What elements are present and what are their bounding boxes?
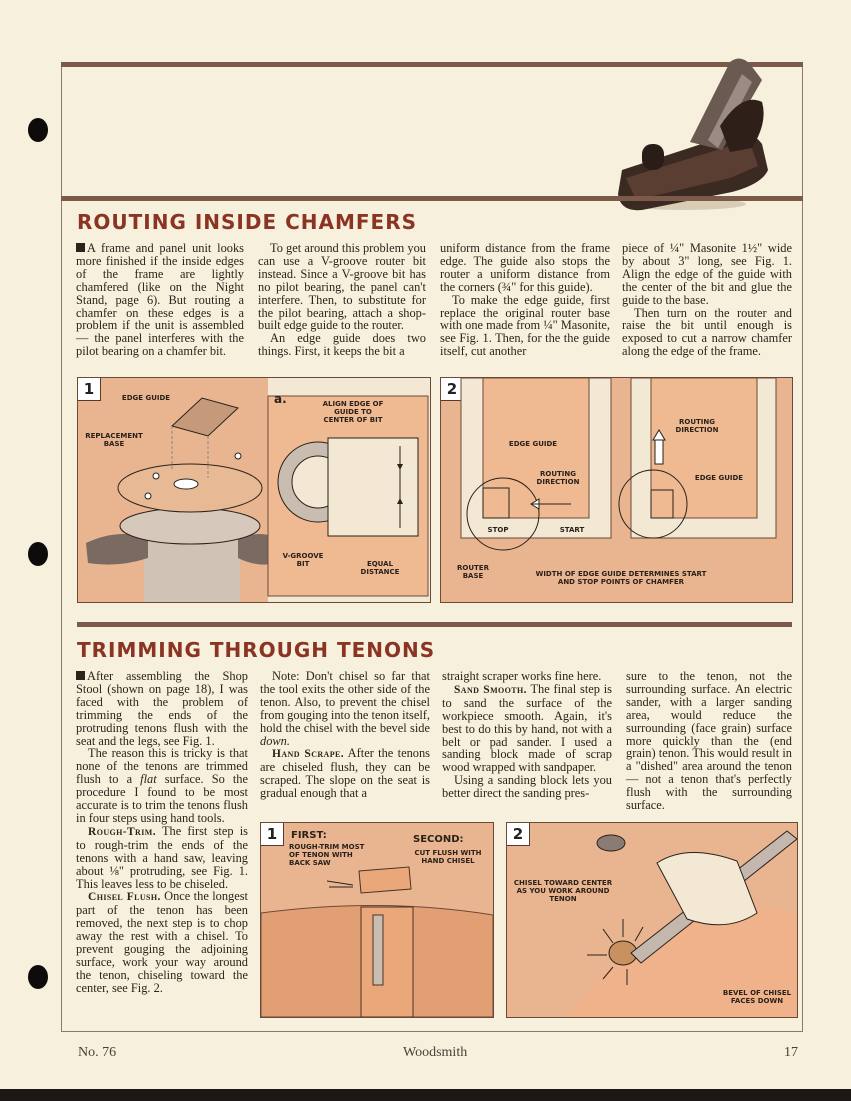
section2-col3-p3: Using a sanding block lets you better di… (442, 773, 612, 801)
label-start: START (559, 526, 585, 534)
section1-col1-text: A frame and panel unit looks more finish… (76, 241, 244, 359)
section2-col2-p1-text: Note: Don't chisel so far that the tool … (260, 669, 431, 735)
section2-col1-p4-text: Once the longest part of the tenon has b… (76, 889, 248, 995)
section2-col3-p2-text: The final step is to sand the surface of… (442, 681, 612, 775)
section2-col4-p1: sure to the tenon, not the surrounding s… (626, 669, 792, 813)
paragraph-marker (76, 671, 85, 680)
figure-2-start-stop: 2 EDGE GUIDE ROUTING DIRECTION STOP STAR… (440, 377, 793, 603)
section1-col3-p1: uniform distance from the frame edge. Th… (440, 241, 610, 294)
section1-column-4: piece of ¼" Masonite 1½" wide by about 3… (622, 242, 792, 358)
label-bevel-faces-down: BEVEL OF CHISEL FACES DOWN (722, 989, 792, 1005)
label-stop: STOP (487, 526, 509, 534)
section1-col3-p2: To make the edge guide, first replace th… (440, 292, 610, 359)
label-v-groove-bit: V-GROOVE BIT (282, 552, 324, 568)
inset-letter: a. (274, 392, 287, 406)
section2-column-1: After assembling the Shop Stool (shown o… (76, 670, 248, 995)
section1-col4-p1: piece of ¼" Masonite 1½" wide by about 3… (622, 241, 792, 307)
section2-col1-p3-text: The first step is to rough-trim the ends… (76, 823, 248, 891)
section1-col2-p1: To get around this problem you can use a… (258, 241, 426, 333)
section2-col3-p2: Sand Smooth. The final step is to sand t… (442, 681, 612, 775)
section2-col1-p2: The reason this is tricky is that none o… (76, 747, 248, 824)
label-edge-guide-right: EDGE GUIDE (694, 474, 744, 482)
label-width-note: WIDTH OF EDGE GUIDE DETERMINES START AND… (535, 570, 707, 586)
label-routing-direction-right: ROUTING DIRECTION (675, 418, 719, 434)
tenon-illustration (261, 866, 493, 1017)
section1-column-1: A frame and panel unit looks more finish… (76, 242, 244, 358)
section1-rule (61, 196, 803, 201)
label-first-title: FIRST: (291, 830, 327, 841)
section1-column-2: To get around this problem you can use a… (258, 242, 426, 358)
section2-col2-p1-em: down. (260, 733, 290, 748)
chisel-illustration (567, 830, 797, 1017)
figure-1-rough-trim-tenon: 1 FIRST: ROUGH-TRIM MOST OF TENON WITH B… (260, 822, 494, 1018)
section2-col1-p2-em: flat (140, 772, 157, 787)
section2-col2-p2: Hand Scrape. After the tenons are chisel… (260, 747, 430, 800)
label-edge-guide: EDGE GUIDE (121, 394, 171, 402)
label-router-base: ROUTER BASE (457, 564, 489, 580)
section2-col1-p4: Chisel Flush. Once the longest part of t… (76, 890, 248, 994)
frame-illustration (460, 378, 777, 551)
section2-col1-p1: After assembling the Shop Stool (shown o… (76, 670, 248, 747)
figure-number: 2 (507, 823, 530, 846)
section2-rule (77, 622, 792, 627)
run-in-chisel-flush: Chisel Flush. (88, 891, 161, 904)
label-edge-guide-left: EDGE GUIDE (508, 440, 558, 448)
section1-col4-p2: Then turn on the router and raise the bi… (622, 305, 792, 359)
label-first-text: ROUGH-TRIM MOST OF TENON WITH BACK SAW (289, 843, 365, 867)
run-in-hand-scrape: Hand Scrape. (272, 748, 345, 761)
section2-col2-p1: Note: Don't chisel so far that the tool … (260, 670, 430, 747)
footer-page-number: 17 (784, 1045, 798, 1060)
figure-1-router-edge-guide: 1 EDGE GUIDE REPLACEMENT BASE a. ALIGN E… (77, 377, 431, 603)
section1-col2-p2: An edge guide does two things. First, it… (258, 331, 426, 359)
section2-heading: TRIMMING THROUGH TENONS (77, 638, 436, 662)
scan-edge (0, 1089, 851, 1101)
section1-heading: ROUTING INSIDE CHAMFERS (77, 210, 418, 234)
label-replacement-base: REPLACEMENT BASE (85, 432, 143, 448)
hand-plane-photo (618, 58, 768, 211)
run-in-sand-smooth: Sand Smooth. (454, 683, 527, 696)
section2-column-4: sure to the tenon, not the surrounding s… (626, 670, 792, 812)
binder-hole-middle (28, 542, 48, 566)
section2-col1-p2-b: surface. So the procedure I found to be … (76, 772, 248, 825)
router-illustration (86, 378, 430, 602)
section2-col1-p3: Rough-Trim. The first step is to rough-t… (76, 823, 248, 891)
run-in-rough-trim: Rough-Trim. (88, 825, 156, 838)
figure-number: 1 (261, 823, 284, 846)
label-equal-distance: EQUAL DISTANCE (360, 560, 400, 576)
section2-column-3: straight scraper works fine here. Sand S… (442, 670, 612, 800)
section2-col3-p1: straight scraper works fine here. (442, 669, 602, 683)
section2-col1-p1-text: After assembling the Shop Stool (shown o… (76, 669, 248, 748)
binder-hole-top (28, 118, 48, 142)
section2-column-2: Note: Don't chisel so far that the tool … (260, 670, 430, 800)
figure-2-chisel-flush: 2 CHISEL TOWARD CENTER AS YOU WORK AROUN… (506, 822, 798, 1018)
section1-col1-paragraph: A frame and panel unit looks more finish… (76, 242, 244, 358)
label-second-title: SECOND: (413, 834, 464, 845)
binder-hole-bottom (28, 965, 48, 989)
label-second-text: CUT FLUSH WITH HAND CHISEL (414, 849, 482, 865)
section1-column-3: uniform distance from the frame edge. Th… (440, 242, 610, 358)
footer-magazine: Woodsmith (403, 1045, 468, 1060)
label-chisel-toward-center: CHISEL TOWARD CENTER AS YOU WORK AROUND … (513, 879, 613, 903)
section2-col1-p2-a: The reason this is tricky is that none o… (76, 746, 248, 787)
paragraph-marker (76, 243, 85, 252)
section2-col2-p2-text: After the tenons are chiseled flush, the… (260, 746, 430, 801)
footer-issue: No. 76 (78, 1045, 117, 1060)
label-routing-direction-left: ROUTING DIRECTION (536, 470, 580, 486)
figure-number: 1 (78, 378, 101, 401)
label-align-edge: ALIGN EDGE OF GUIDE TO CENTER OF BIT (322, 400, 384, 424)
top-rule (61, 62, 803, 67)
